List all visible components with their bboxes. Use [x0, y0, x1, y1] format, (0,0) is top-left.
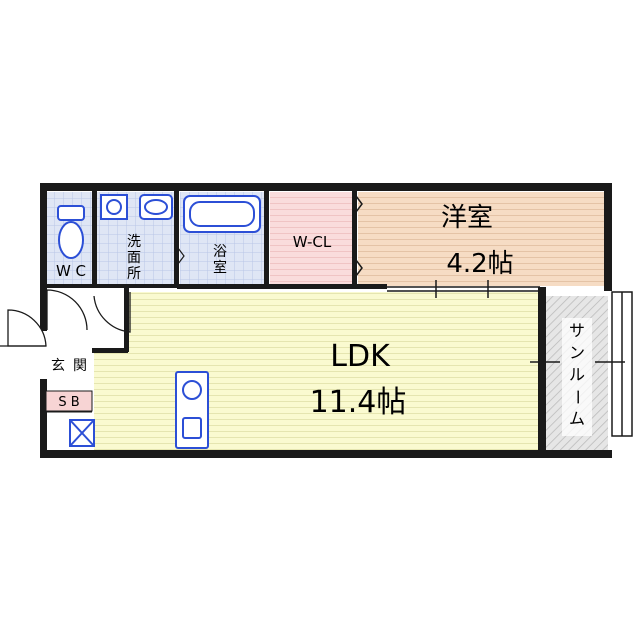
- door-swings: [0, 289, 131, 347]
- western-name: 洋室: [441, 203, 493, 233]
- washing-machine-icon: [100, 194, 128, 220]
- svg-text:関: 関: [73, 358, 87, 374]
- svg-text:洗: 洗: [127, 234, 141, 250]
- western-room: [358, 192, 606, 286]
- svg-text:浴: 浴: [213, 244, 227, 260]
- kitchen-counter-icon: [175, 371, 209, 449]
- svg-text:ー: ー: [568, 389, 587, 405]
- sunroom-label: サ ン ル ー ム: [562, 318, 592, 436]
- western-size: 4.2帖: [446, 249, 513, 279]
- ldk-size: 11.4帖: [310, 385, 407, 420]
- entrance-label: 玄 関: [51, 357, 87, 374]
- ldk-room: [94, 292, 540, 450]
- ldk-name: LDK: [330, 339, 391, 374]
- sink-icon: [139, 194, 173, 220]
- shoebox-label: S B: [58, 395, 79, 410]
- svg-text:サ: サ: [569, 321, 585, 340]
- bath-door: [136, 244, 185, 287]
- wcl-room: [270, 192, 354, 286]
- sunroom-window: [530, 291, 633, 437]
- toilet-icon: [57, 205, 85, 259]
- svg-text:ル: ル: [569, 365, 585, 384]
- bathtub-icon: [183, 195, 261, 233]
- washroom-label: 洗 面 所: [127, 234, 141, 282]
- entrance-area: [46, 354, 94, 390]
- bath-label: 浴 室: [213, 244, 227, 276]
- svg-text:ン: ン: [569, 343, 585, 362]
- western-fixtures: [355, 195, 607, 298]
- svg-text:玄: 玄: [51, 357, 65, 374]
- svg-text:ム: ム: [569, 409, 585, 428]
- svg-text:室: 室: [213, 259, 227, 276]
- svg-text:面: 面: [127, 250, 141, 266]
- wcl-label: W-CL: [293, 233, 332, 251]
- svg-text:所: 所: [127, 266, 141, 282]
- walls: [40, 183, 612, 458]
- storage-box-icon: [69, 419, 95, 447]
- wc-label: W C: [56, 262, 86, 280]
- shoebox-area: [45, 390, 93, 412]
